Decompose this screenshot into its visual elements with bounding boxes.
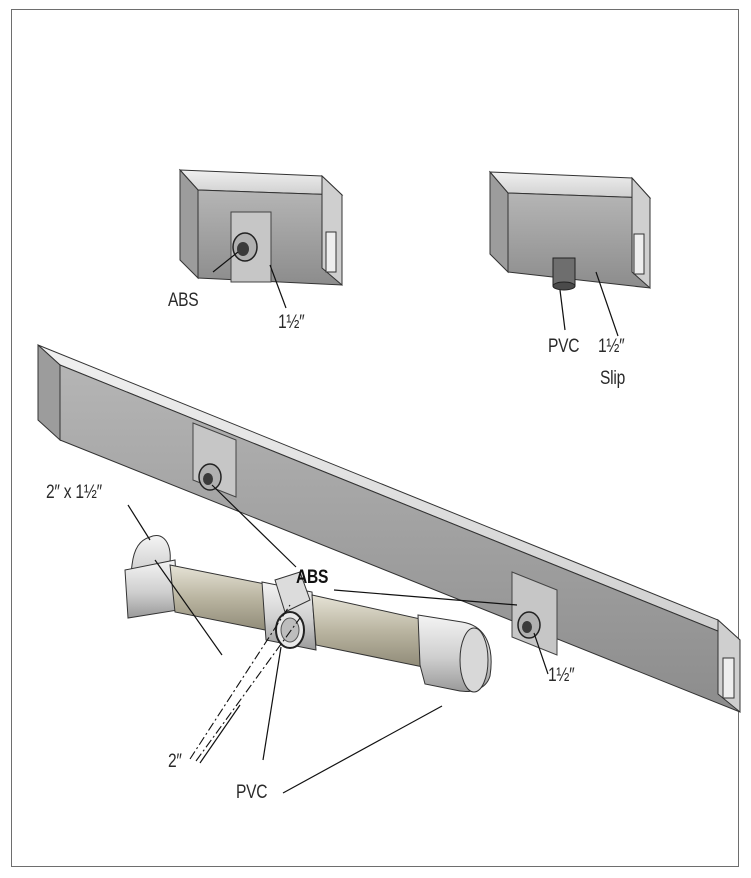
dash-dot-leaders [189, 604, 301, 762]
label-fitting-size-bottom: 2″ [168, 751, 182, 772]
label-abs-top: ABS [168, 290, 199, 311]
label-abs-long: ABS [296, 567, 329, 588]
label-size-top-right: 1½″ [598, 336, 625, 357]
label-size-long: 1½″ [548, 665, 575, 686]
short-bar-abs [178, 168, 344, 287]
label-pvc-top: PVC [548, 336, 580, 357]
label-fitting-size-top: 2″ x 1½″ [46, 482, 102, 503]
long-bar [37, 343, 741, 714]
label-pvc-fitting: PVC [236, 782, 268, 803]
leader-lines [127, 251, 619, 794]
label-slip: Slip [600, 368, 625, 389]
short-bar-pvc [488, 170, 652, 291]
pvc-fitting-assembly [124, 535, 492, 693]
label-size-top-left: 1½″ [278, 312, 305, 333]
